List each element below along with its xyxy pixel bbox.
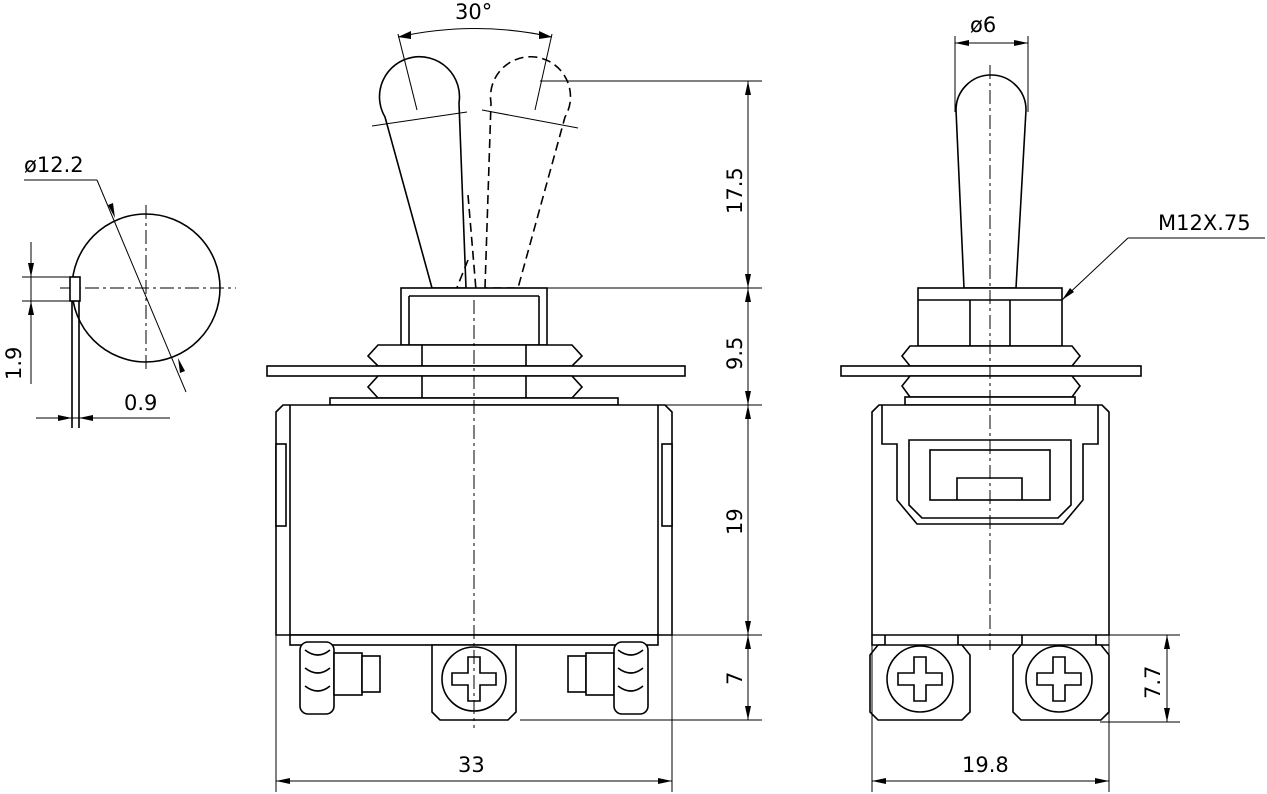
side-terminal-height-label: 7.7 [1141, 666, 1165, 699]
side-terminal-left [869, 644, 971, 721]
angle-label: 30° [455, 0, 492, 24]
terminal-left [299, 641, 381, 715]
hex-nut-lower [366, 375, 584, 399]
terminal-height-label: 7 [723, 672, 747, 685]
hex-nut-upper [366, 344, 584, 367]
lever-height-label: 17.5 [723, 167, 747, 214]
terminal-right [567, 641, 649, 715]
mounting-panel [266, 365, 686, 377]
pin-width-label: 0.9 [124, 391, 157, 415]
front-view: 30° [266, 0, 762, 792]
side-terminal-right [1012, 644, 1110, 721]
lever-solid [378, 56, 467, 289]
body-width-label: 33 [458, 753, 485, 777]
bushing-height-label: 9.5 [723, 337, 747, 370]
key-notch [69, 276, 81, 302]
lever-dashed [484, 56, 572, 289]
side-body-width-label: 19.8 [962, 753, 1009, 777]
lever-diameter-label: ø6 [970, 13, 996, 37]
panel-hole-view: 1.9 0.9 ø12.2 [2, 153, 236, 428]
body-height-label: 19 [723, 508, 747, 535]
pin-height-label: 1.9 [2, 347, 26, 380]
hole-diameter-label: ø12.2 [24, 153, 84, 177]
side-lever [955, 74, 1027, 289]
thread-label: M12X.75 [1158, 211, 1251, 235]
side-view: ø6 M12X.75 [840, 13, 1265, 792]
